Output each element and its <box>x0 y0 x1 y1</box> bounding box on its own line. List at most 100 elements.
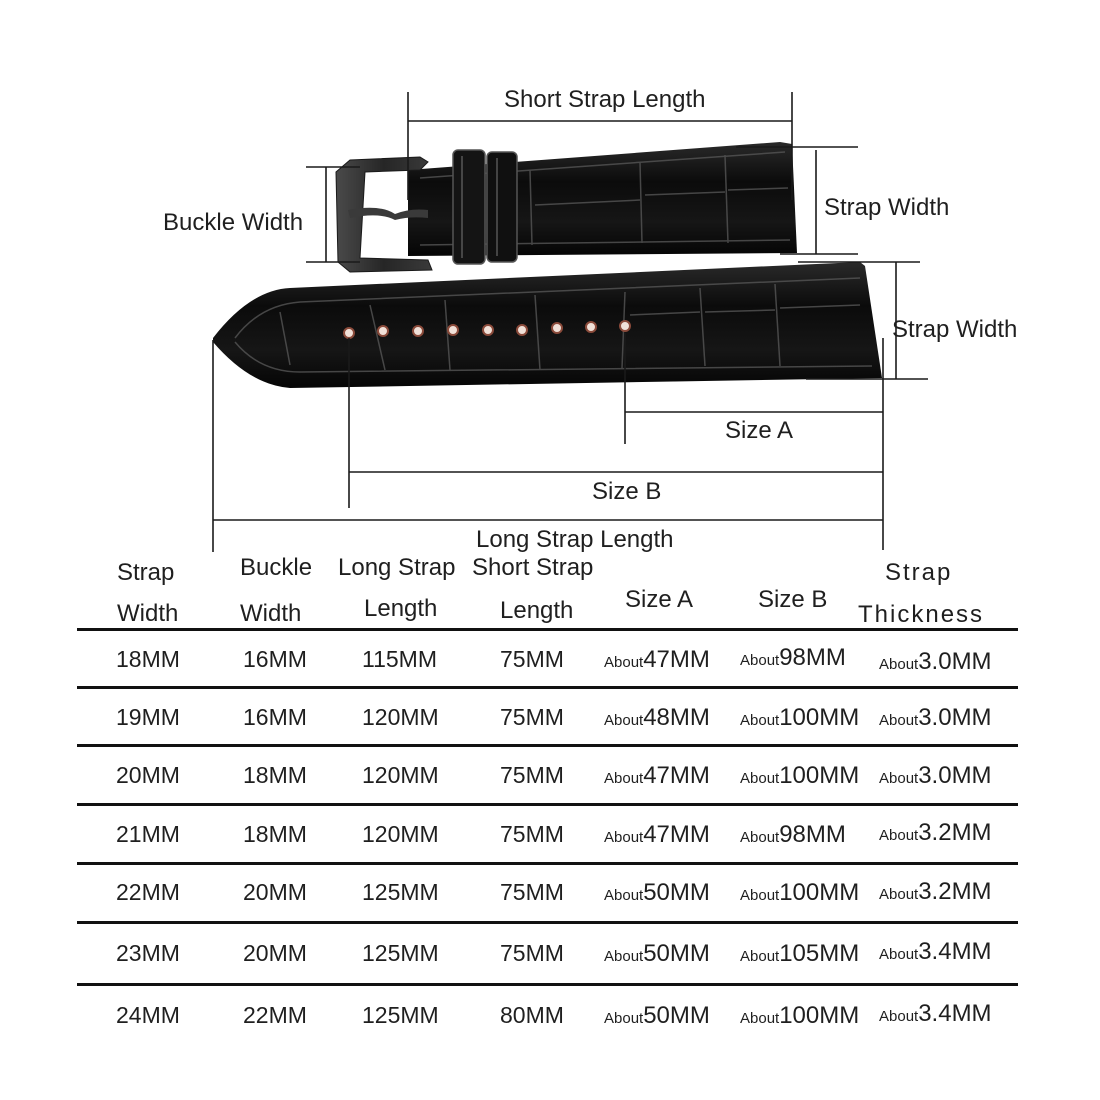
cell-size-b: About100MM <box>740 764 859 788</box>
cell-long-strap-length: 125MM <box>362 879 439 905</box>
value: 100MM <box>779 762 860 789</box>
cell-buckle-width: 20MM <box>243 879 307 905</box>
value: 47MM <box>643 646 710 673</box>
about-prefix: About <box>604 654 644 671</box>
size-b-label: Size B <box>592 478 662 505</box>
value: 98MM <box>779 644 846 671</box>
header-thickness-line2: Thickness <box>858 601 985 628</box>
cell-thickness: About3.2MM <box>879 880 992 904</box>
cell-strap-width: 21MM <box>116 821 180 847</box>
cell-buckle-width: 18MM <box>243 821 307 847</box>
short-strap-length-label: Short Strap Length <box>504 86 706 113</box>
strap-width-bottom-label: Strap Width <box>892 316 1018 343</box>
cell-long-strap-length: 120MM <box>362 821 439 847</box>
value: 3.2MM <box>918 878 992 905</box>
dimension-lines <box>212 92 928 552</box>
cell-strap-width: 23MM <box>116 940 180 966</box>
header-size-a: Size A <box>625 586 694 613</box>
about-prefix: About <box>879 886 919 903</box>
table-divider <box>77 921 1018 924</box>
cell-long-strap-length: 115MM <box>362 646 437 672</box>
strap-width-top-label: Strap Width <box>824 194 950 221</box>
value: 3.0MM <box>918 762 992 789</box>
header-strap-width-line2: Width <box>117 600 179 627</box>
table-divider <box>77 862 1018 865</box>
value: 100MM <box>779 704 860 731</box>
header-thickness-line1: Strap <box>885 559 953 586</box>
cell-thickness: About3.2MM <box>879 821 992 845</box>
cell-size-a: About50MM <box>604 942 710 966</box>
cell-size-a: About47MM <box>604 823 710 847</box>
cell-short-strap-length: 75MM <box>500 940 564 966</box>
cell-long-strap-length: 120MM <box>362 762 439 788</box>
value: 47MM <box>643 821 710 848</box>
short-strap <box>408 142 797 265</box>
table-divider <box>77 628 1018 631</box>
strap-illustration <box>212 92 928 552</box>
header-size-b: Size B <box>758 586 828 613</box>
value: 50MM <box>643 879 710 906</box>
cell-short-strap-length: 75MM <box>500 821 564 847</box>
cell-size-b: About98MM <box>740 646 846 670</box>
cell-strap-width: 18MM <box>116 646 180 672</box>
value: 50MM <box>643 1002 710 1029</box>
strap-dimension-diagram: Short Strap Length Buckle Width Strap Wi… <box>163 86 1018 553</box>
about-prefix: About <box>740 1010 780 1027</box>
cell-buckle-width: 16MM <box>243 646 307 672</box>
cell-short-strap-length: 75MM <box>500 704 564 730</box>
value: 3.4MM <box>918 938 992 965</box>
cell-thickness: About3.0MM <box>879 764 992 788</box>
about-prefix: About <box>604 948 644 965</box>
size-a-label: Size A <box>725 417 794 444</box>
about-prefix: About <box>740 652 780 669</box>
header-short-strap-line2: Length <box>500 597 574 624</box>
cell-size-b: About98MM <box>740 823 846 847</box>
table-divider <box>77 744 1018 747</box>
buckle-width-label: Buckle Width <box>163 209 304 236</box>
cell-short-strap-length: 75MM <box>500 762 564 788</box>
about-prefix: About <box>740 829 780 846</box>
about-prefix: About <box>740 887 780 904</box>
cell-strap-width: 24MM <box>116 1002 180 1028</box>
cell-size-a: About50MM <box>604 881 710 905</box>
header-long-strap-line1: Long Strap <box>338 554 456 581</box>
about-prefix: About <box>879 770 919 787</box>
value: 3.2MM <box>918 819 992 846</box>
table-divider <box>77 803 1018 806</box>
cell-buckle-width: 22MM <box>243 1002 307 1028</box>
value: 3.0MM <box>918 704 992 731</box>
about-prefix: About <box>740 712 780 729</box>
cell-size-a: About50MM <box>604 1004 710 1028</box>
about-prefix: About <box>604 829 644 846</box>
about-prefix: About <box>879 827 919 844</box>
cell-long-strap-length: 120MM <box>362 704 439 730</box>
cell-buckle-width: 20MM <box>243 940 307 966</box>
cell-size-b: About105MM <box>740 942 859 966</box>
value: 3.4MM <box>918 1000 992 1027</box>
table-divider <box>77 686 1018 689</box>
value: 3.0MM <box>918 648 992 675</box>
cell-strap-width: 22MM <box>116 879 180 905</box>
cell-strap-width: 20MM <box>116 762 180 788</box>
cell-size-a: About47MM <box>604 648 710 672</box>
cell-size-b: About100MM <box>740 881 859 905</box>
cell-thickness: About3.4MM <box>879 940 992 964</box>
cell-size-a: About47MM <box>604 764 710 788</box>
cell-size-b: About100MM <box>740 1004 859 1028</box>
cell-buckle-width: 16MM <box>243 704 307 730</box>
long-strap-length-label: Long Strap Length <box>476 526 674 553</box>
cell-thickness: About3.0MM <box>879 706 992 730</box>
cell-short-strap-length: 80MM <box>500 1002 564 1028</box>
cell-strap-width: 19MM <box>116 704 180 730</box>
cell-short-strap-length: 75MM <box>500 879 564 905</box>
value: 50MM <box>643 940 710 967</box>
about-prefix: About <box>879 656 919 673</box>
header-long-strap-line2: Length <box>364 595 438 622</box>
cell-long-strap-length: 125MM <box>362 940 439 966</box>
value: 105MM <box>779 940 860 967</box>
about-prefix: About <box>879 946 919 963</box>
header-short-strap-line1: Short Strap <box>472 554 594 581</box>
value: 100MM <box>779 879 860 906</box>
header-strap-width-line1: Strap <box>117 559 175 586</box>
about-prefix: About <box>879 1008 919 1025</box>
